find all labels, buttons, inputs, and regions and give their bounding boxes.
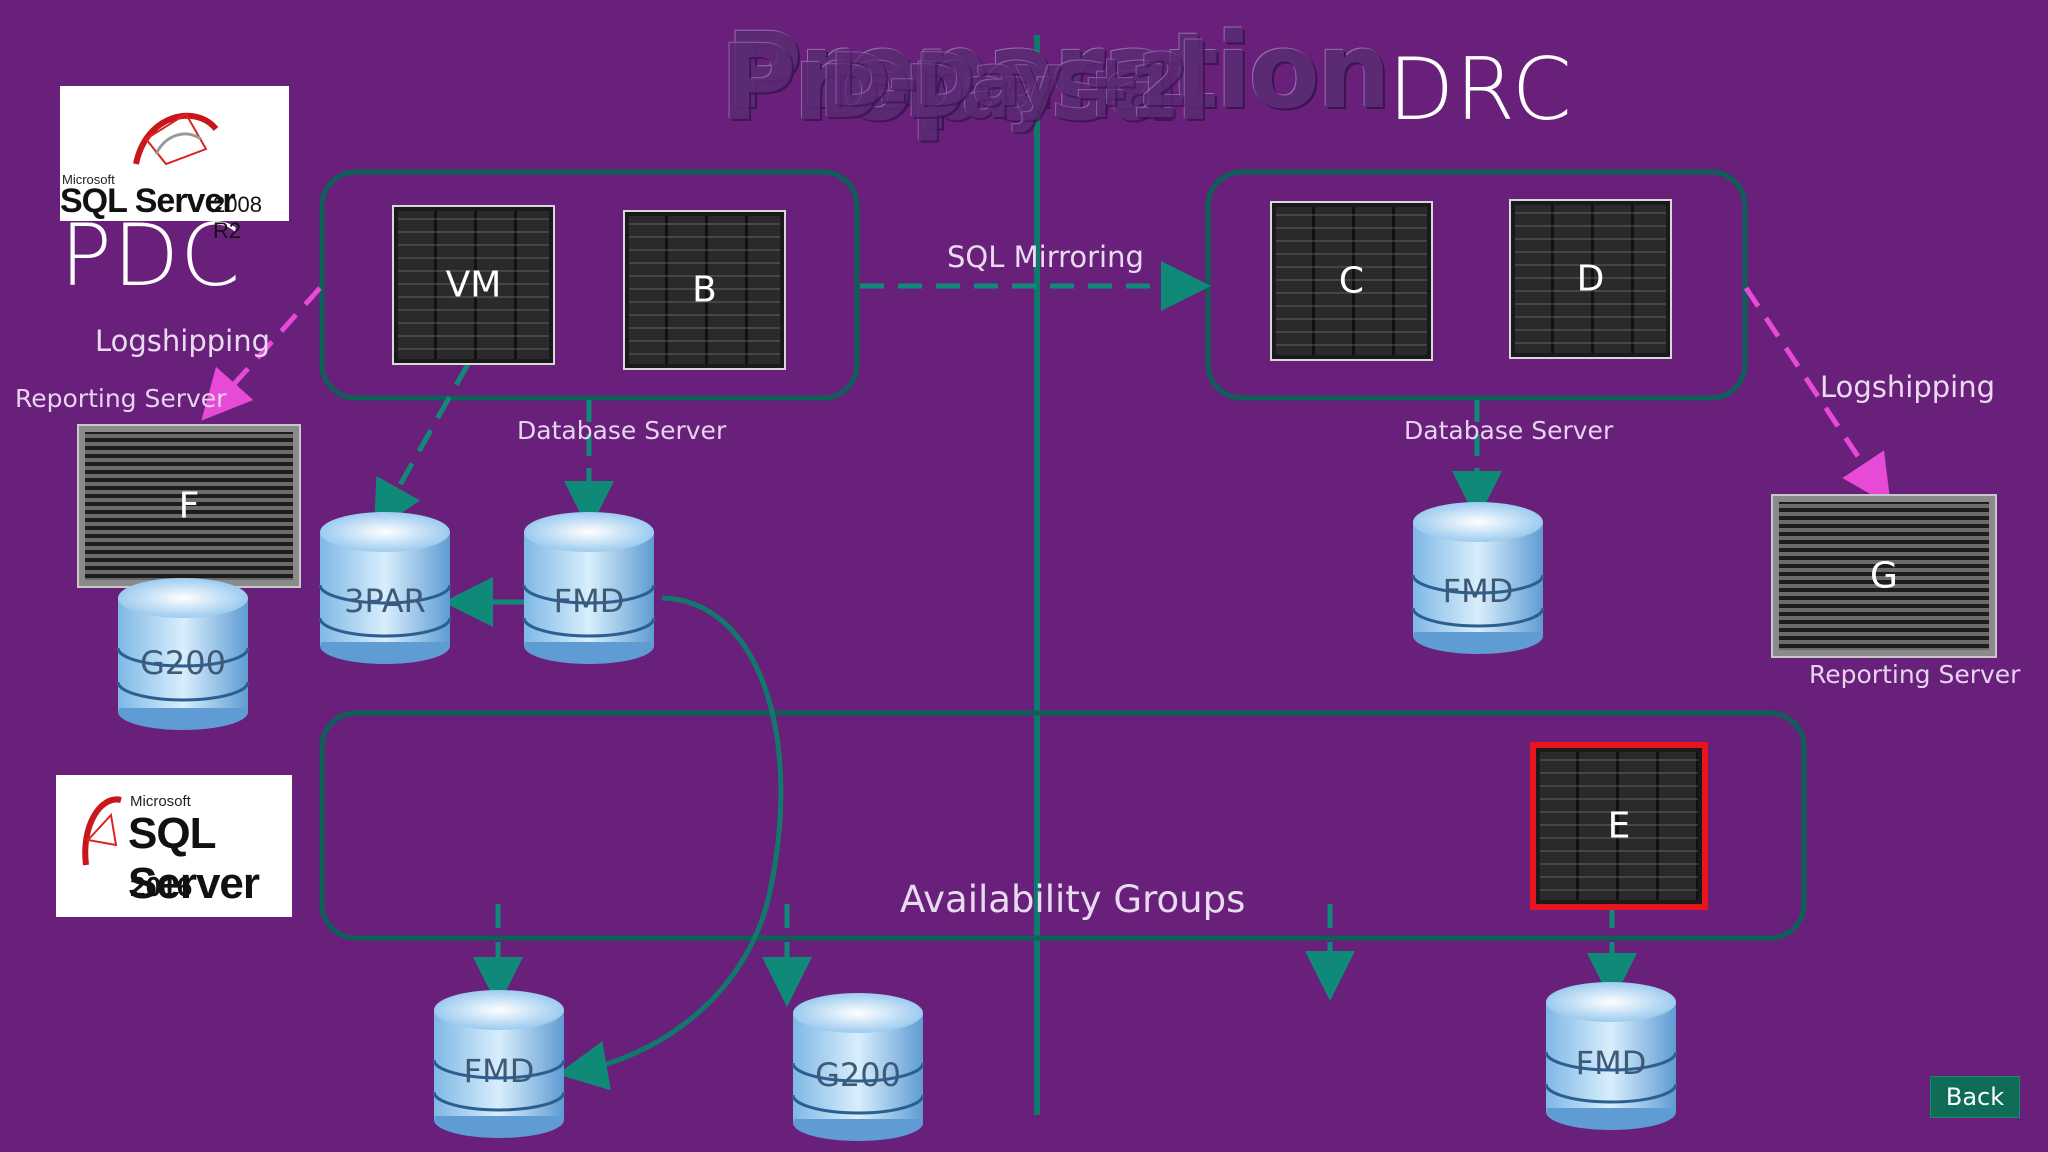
sql-server-2008-logo: Microsoft SQL Server 2008 R2 [60, 86, 289, 243]
server-vm: VM [392, 205, 555, 365]
db-g200-bottom-label: G200 [815, 1056, 901, 1094]
server-b-label: B [692, 269, 717, 311]
logshipping-right-arrow [1743, 286, 1891, 506]
sql-server-swoosh-icon [82, 796, 122, 866]
server-e-label: E [1607, 805, 1631, 847]
server-e-highlighted: E [1530, 742, 1708, 910]
pdc-db-group-box [319, 169, 860, 401]
db-g200-left-label: G200 [140, 644, 226, 682]
logo-microsoft-text: Microsoft [62, 172, 115, 187]
database-server-right-label: Database Server [1404, 416, 1614, 445]
db-fmd-bottom-left-label: FMD [463, 1052, 535, 1090]
sql-server-2016-logo: Microsoft SQL Server 2016 [56, 775, 292, 917]
sql-mirroring-label: SQL Mirroring [947, 240, 1144, 274]
reporting-server-g: G [1771, 494, 1997, 658]
logo-product-text: SQL Server [60, 182, 236, 220]
reporting-server-left-label: Reporting Server [15, 384, 227, 413]
logshipping-left-arrow [201, 286, 322, 421]
server-g-label: G [1870, 555, 1898, 597]
availability-groups-label: Availability Groups [900, 878, 1246, 921]
slide-title-overlay: Preparation Proposal D-Day +1 D-Day +2 [720, 10, 1391, 160]
server-vm-label: VM [445, 264, 502, 306]
drc-label: DRC [1388, 40, 1573, 140]
title-text-3: D-Day +1 [820, 50, 1179, 134]
db-fmd-top-right-label: FMD [1442, 572, 1514, 610]
pdc-label: PDC [60, 206, 242, 306]
server-c: C [1270, 201, 1433, 361]
db-3par-label: 3PAR [344, 582, 426, 620]
availability-group-box [319, 710, 1807, 941]
title-text-4: D-Day +2 [830, 38, 1189, 122]
title-text-2: Proposal [720, 22, 1212, 144]
db-fmd-bottom-right-label: FMD [1575, 1044, 1647, 1082]
server-b: B [623, 210, 786, 370]
reporting-server-f: F [77, 424, 301, 588]
logshipping-right-label: Logshipping [1820, 370, 1996, 404]
server-c-label: C [1338, 260, 1365, 302]
vm-to-3par-arrow [373, 362, 471, 532]
logo-product-text: SQL Server [128, 809, 260, 908]
logshipping-left-label: Logshipping [95, 324, 271, 358]
reporting-server-right-label: Reporting Server [1809, 660, 2021, 689]
server-f-label: F [178, 485, 200, 527]
database-server-left-label: Database Server [517, 416, 727, 445]
logo-microsoft-text: Microsoft [130, 793, 191, 810]
logo-version-text: 2016 [130, 871, 193, 902]
server-d-label: D [1576, 258, 1605, 300]
logo-version-text: 2008 R2 [213, 192, 262, 243]
fmd-migration-curve [557, 595, 784, 1091]
db-fmd-top-left-label: FMD [553, 582, 625, 620]
server-d: D [1509, 199, 1672, 359]
sql-server-swoosh-icon [133, 112, 219, 166]
back-button[interactable]: Back [1930, 1076, 2020, 1118]
title-text-1: Preparation [726, 10, 1391, 132]
